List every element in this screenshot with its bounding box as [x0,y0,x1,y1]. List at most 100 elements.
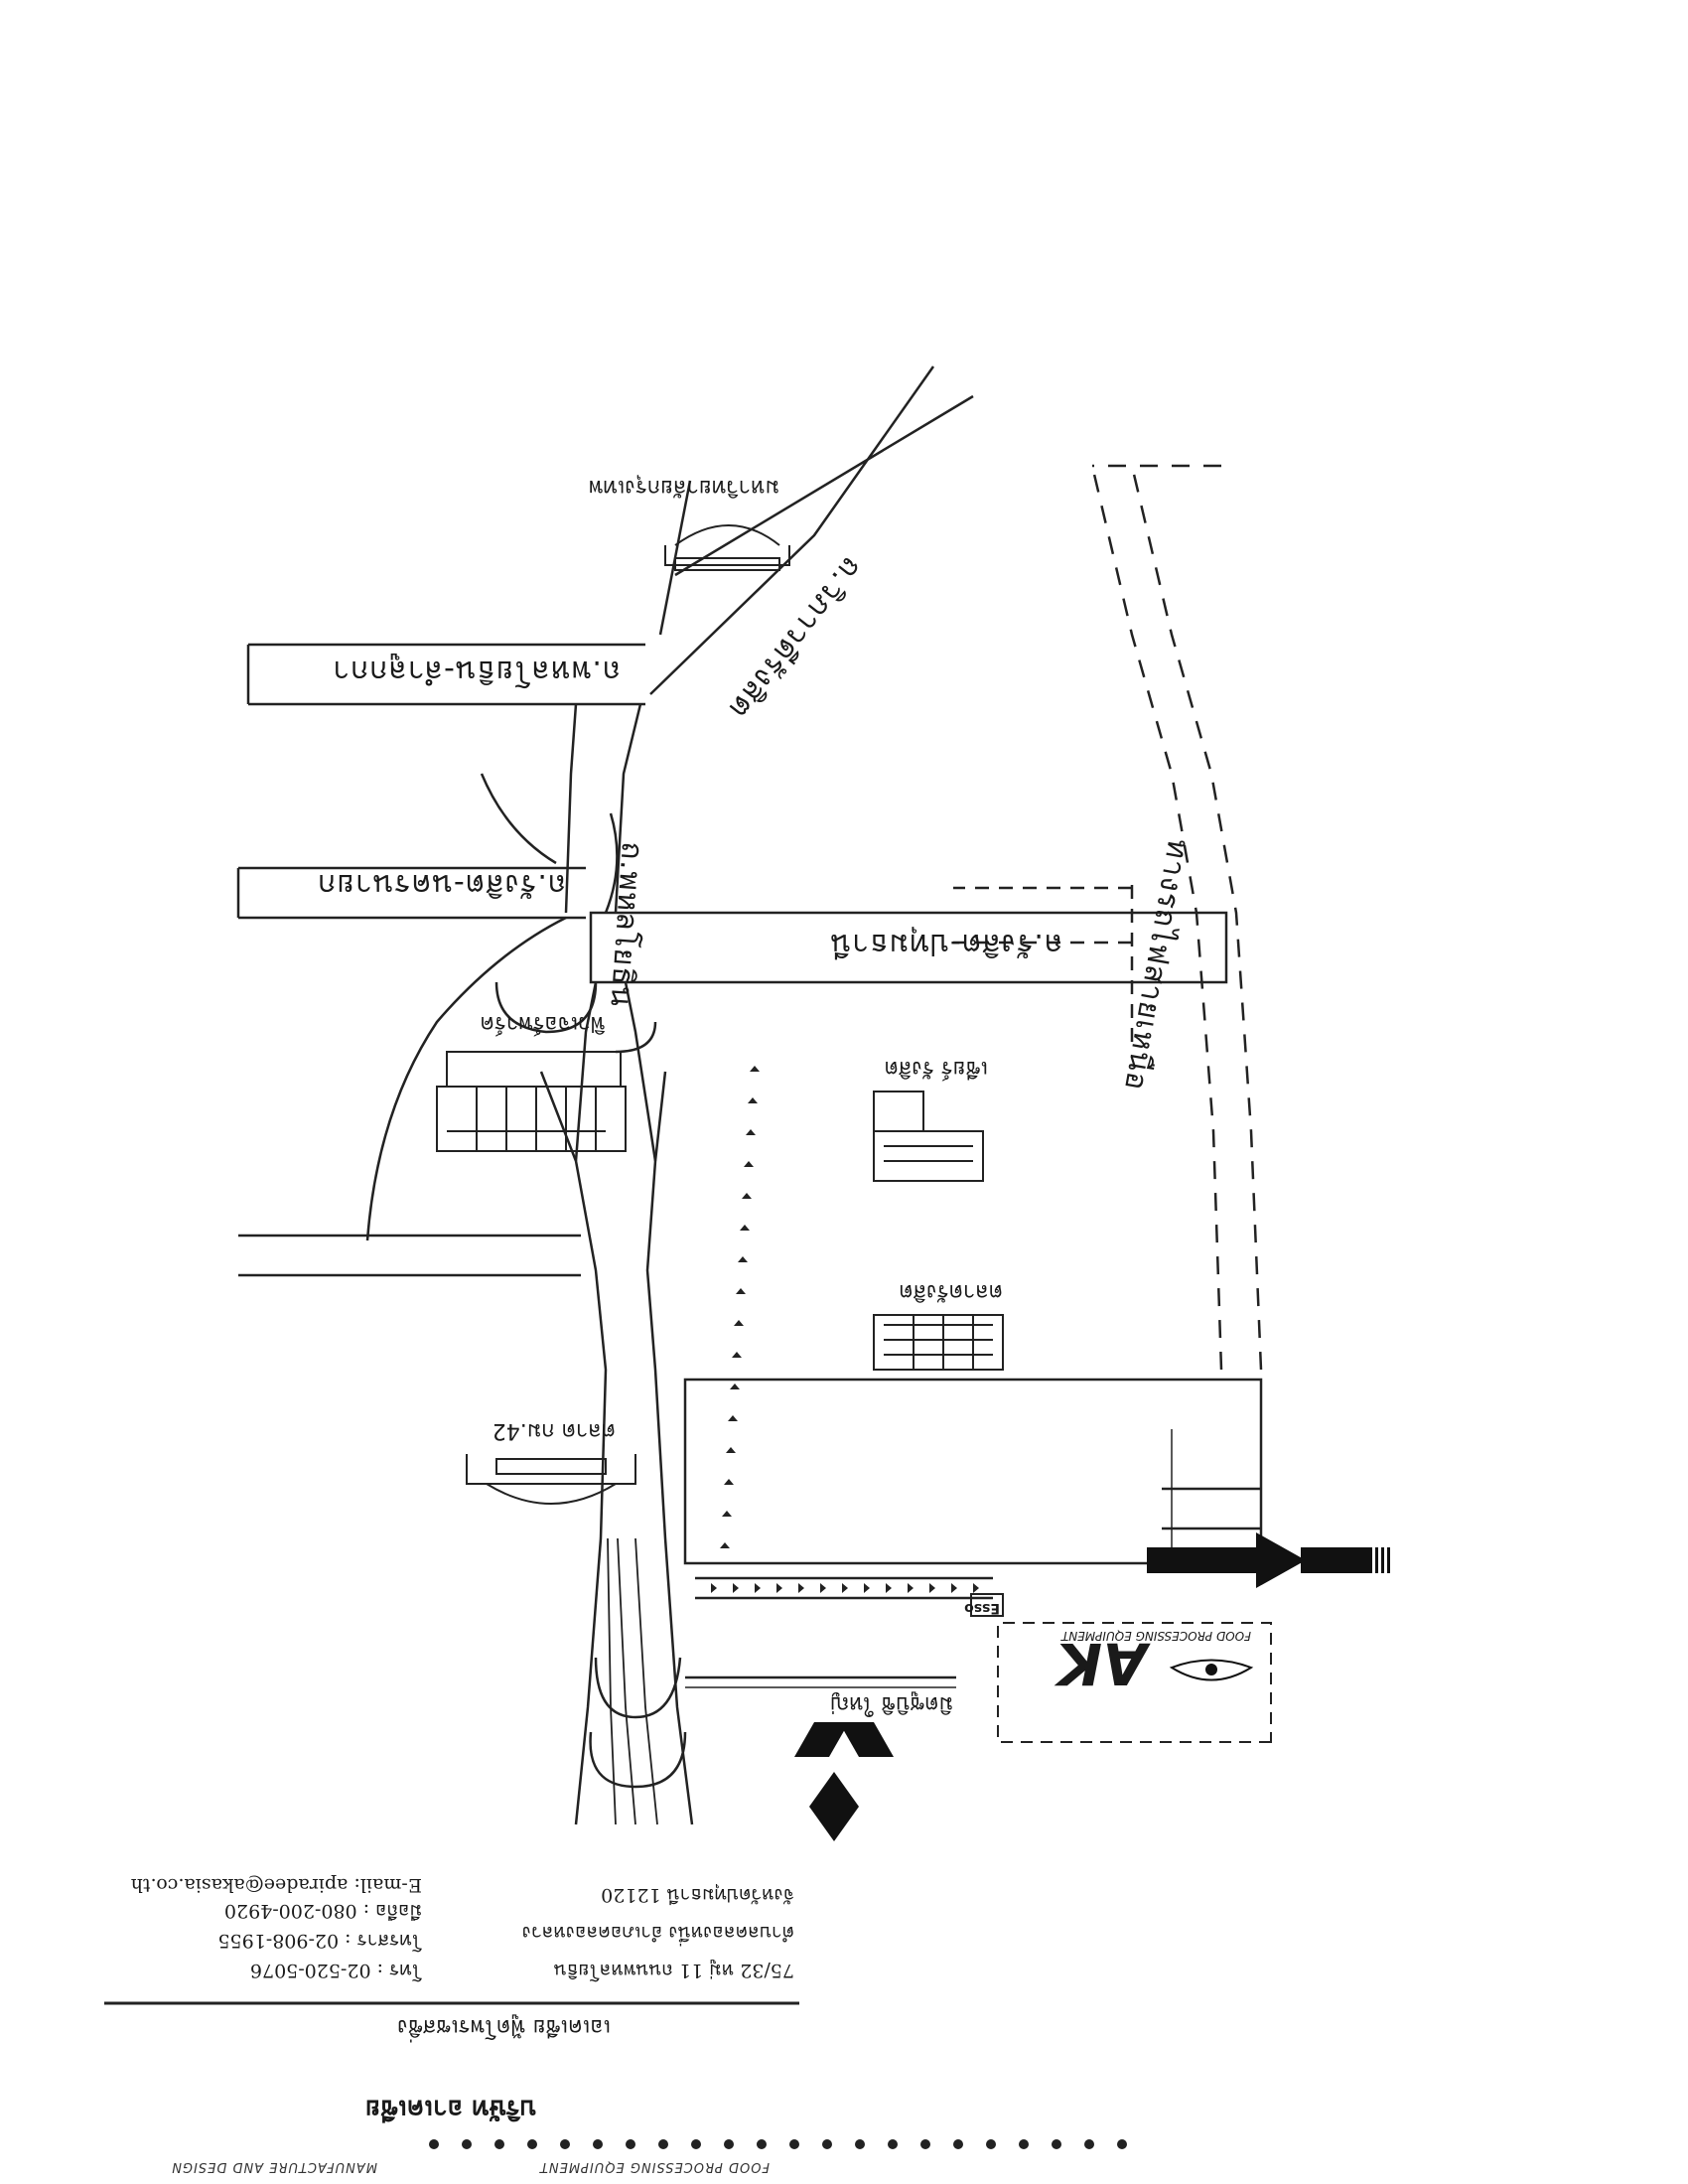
interchange-rangsit-curve-3 [604,812,619,914]
road-arrow-marker [738,1256,748,1262]
bullet-dot [626,2139,635,2149]
road-vibhavadi-right [649,365,935,695]
road-arrow-marker [722,1511,732,1517]
road-arrow-marker [750,1066,760,1072]
road-phahonyothin-median-1 [634,1537,658,1825]
contact-subtitle: เอเคเซีย ฟู้ดโพรเซสซิ่ง [397,2014,611,2039]
road-arrow-marker [746,1129,756,1135]
bullet-dot [429,2139,439,2149]
road-rangsit-pathum-thani [589,911,1228,984]
label-zeer-rangsit: เซียร์ รังสิต [884,1056,988,1081]
footer-right: MANUFACTURE AND DESIGN [171,2159,377,2174]
building-zeer-rangsit [873,1091,984,1182]
road-arrow-marker [730,1383,740,1389]
label-rangsit-nakhon-nayok: ถ.รังสิต-นครนายก [317,867,566,902]
bullet-dot [1052,2139,1061,2149]
road-arrow-marker [736,1288,746,1294]
contact-mobile: มือถือ : 080-200-4920 [223,1900,422,1922]
bullet-dot [527,2139,537,2149]
label-future-park: ฟิวเจอร์พาร์ค [480,1011,606,1036]
road-arrow-marker [724,1479,734,1485]
contact-tel: โทร : 02-520-5076 [249,1960,422,1981]
railway-dashed-left [1130,465,1263,1371]
destination-arrow [1147,1532,1390,1588]
road-arrow-marker [929,1583,935,1593]
label-bangkok-university: มหาวิทยาลัยกรุงเทพ [588,475,779,500]
label-rangsit-pathum-thani: ถ.รังสิต-ปทุมธานี [829,927,1062,961]
road-arrow-marker [742,1193,752,1199]
building-bangkok-university [664,524,790,571]
bullet-dot [822,2139,832,2149]
bullet-dot [888,2139,898,2149]
bullet-dot [986,2139,996,2149]
footer-left: FOOD PROCESSING EQUIPMENT [538,2159,770,2174]
road-arrow-marker [842,1583,848,1593]
interchange-south-loop-2 [594,1657,682,1719]
bullet-dot [1019,2139,1029,2149]
bullet-dot-row [429,2139,1127,2149]
bullet-dot [462,2139,472,2149]
label-market-42: ตลาด กม.42 [492,1418,616,1443]
building-market-42 [466,1454,636,1505]
road-phahonyothin-north-right-2 [564,703,578,914]
contact-email: E-mail: apiradee@akasia.co.th [130,1874,422,1896]
interchange-rangsit-loop-1 [494,981,598,1034]
contact-address-line2: ตำบลคลองหนึ่ง อำเภอคลองหลวง [521,1922,794,1944]
road-phahonyothin-median-2 [617,1537,636,1825]
bullet-dot [757,2139,767,2149]
road-arrow-marker [973,1583,979,1593]
ak-logo-emblem [1169,1659,1254,1681]
road-arrow-marker [734,1320,744,1326]
bullet-dot [724,2139,734,2149]
road-arrow-marker [740,1225,750,1231]
bullet-dot [494,2139,504,2149]
road-arrow-marker [886,1583,892,1593]
road-arrow-marker [744,1161,754,1167]
bullet-dot [560,2139,570,2149]
mitsubishi-logo [794,1722,894,1841]
road-arrow-marker [864,1583,870,1593]
road-arrow-marker [820,1583,826,1593]
road-arrow-marker [711,1583,717,1593]
bullet-dot [1117,2139,1127,2149]
interchange-rangsit-curve-1 [365,916,567,1241]
road-arrow-marker [798,1583,804,1593]
ak-logo-tagline: FOOD PROCESSING EQUIPMENT [1060,1629,1251,1643]
road-arrow-marker [951,1583,957,1593]
road-arrow-marker [908,1583,914,1593]
building-future-park [436,1051,627,1152]
road-phahonyothin-north-left-2 [614,703,642,914]
bullet-dot [855,2139,865,2149]
bullet-dot [691,2139,701,2149]
road-arrow-marker [726,1447,736,1453]
bullet-dot [920,2139,930,2149]
road-arrow-marker [755,1583,761,1593]
bullet-dot [789,2139,799,2149]
road-arrow-marker [720,1542,730,1548]
label-lamlukka: ถ.พหลโยธิน-ลำลูกกา [332,654,621,688]
bullet-dot [953,2139,963,2149]
destination-block [683,1378,1263,1565]
road-arrow-marker [733,1583,739,1593]
label-rangsit-market: ตลาดรังสิต [899,1279,1003,1304]
road-arrow-marker [732,1352,742,1358]
contact-company: บริษัท อาเคเซีย [364,2094,536,2123]
interchange-rangsit-curve-2 [480,773,557,865]
railway-dashed-right [1090,465,1223,1371]
frontage-road-arrows [711,1066,979,1593]
bullet-dot [593,2139,603,2149]
label-esso: Esso [964,1600,1000,1616]
interchange-south-loop-1 [589,1731,687,1789]
road-arrow-marker [748,1097,758,1103]
interchange-rangsit-loop-2 [615,1021,657,1054]
label-mitsubishi: มิตซูบิชิ ใหญ่ [830,1691,953,1716]
bullet-dot [1084,2139,1094,2149]
bullet-dot [658,2139,668,2149]
road-phahonyothin-north-left [624,981,657,1162]
contact-address-line3: จังหวัดปทุมธานี 12120 [601,1884,794,1906]
contact-fax: โทรสาร : 02-908-1955 [217,1930,422,1952]
road-arrow-marker [728,1415,738,1421]
